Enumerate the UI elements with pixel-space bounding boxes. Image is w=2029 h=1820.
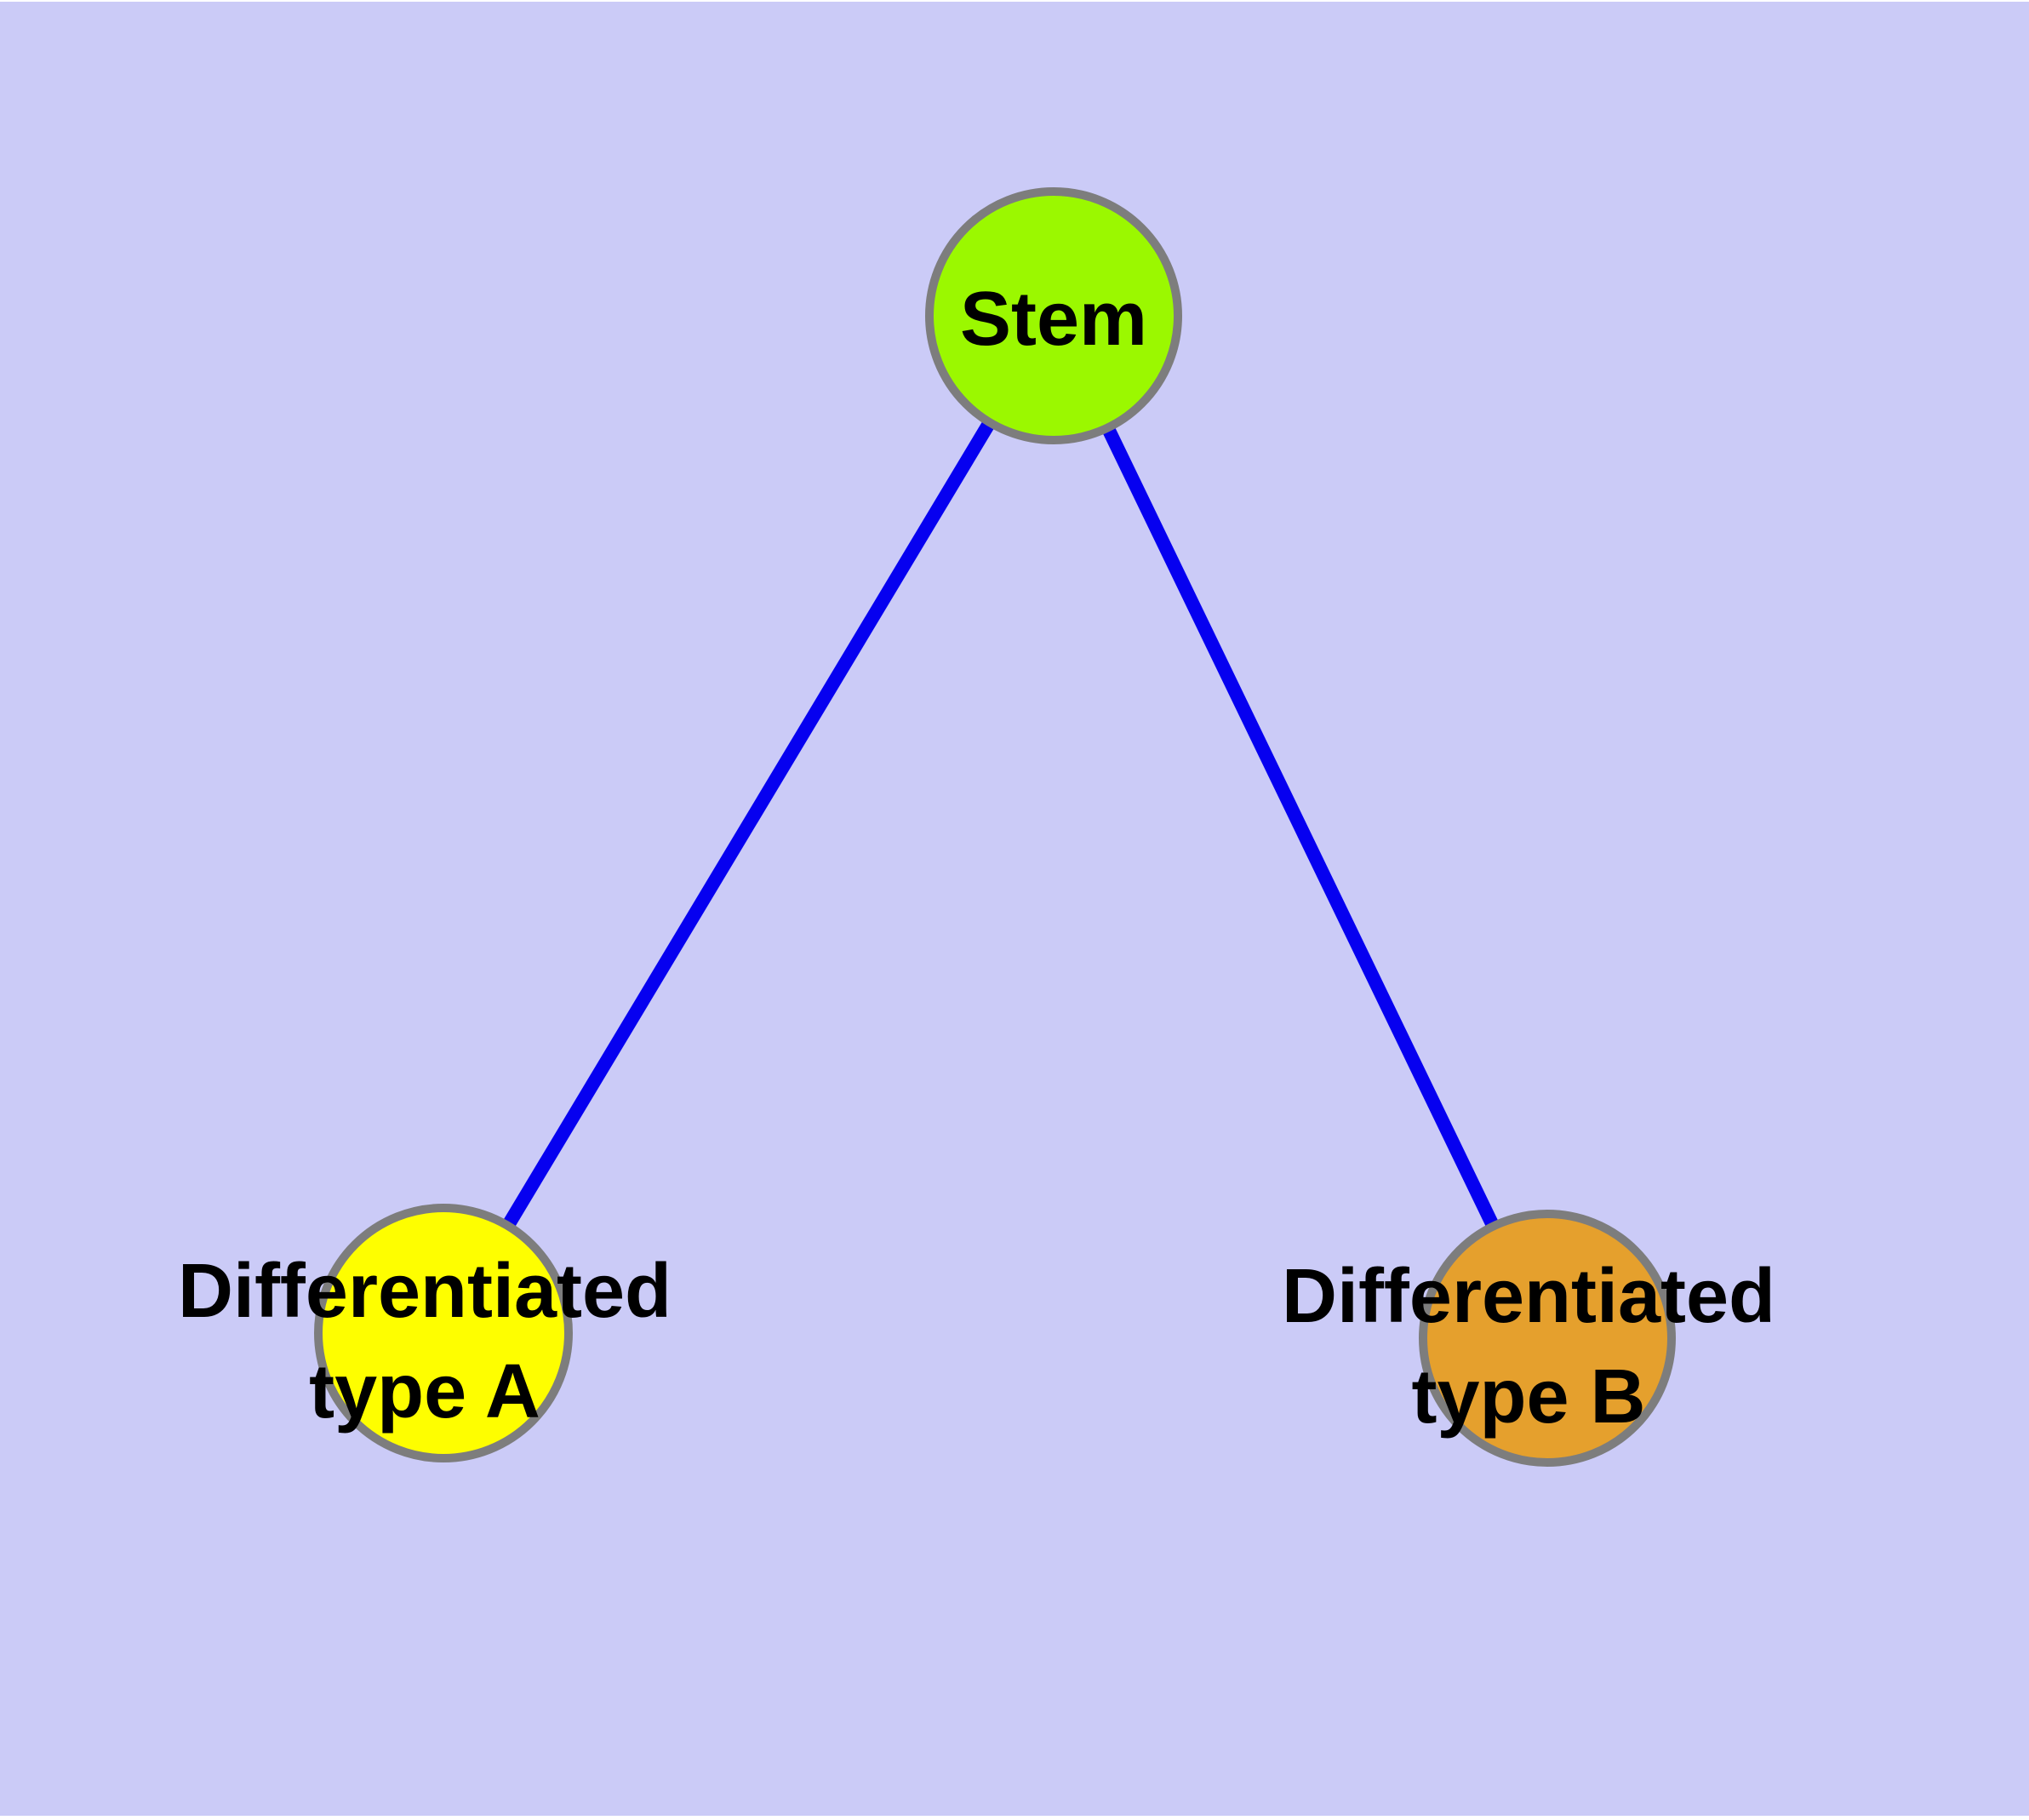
nodes-layer [314,187,1676,1467]
node-diff-a-circle [314,1204,573,1462]
node-diff-b-circle [1419,1210,1676,1467]
edges-layer [437,312,1554,1342]
node-stem-circle [925,187,1182,444]
edge-stem-to-diff-b [1047,312,1554,1342]
edge-stem-to-diff-a [437,312,1060,1337]
node-stem-label: Stem [960,277,1147,362]
